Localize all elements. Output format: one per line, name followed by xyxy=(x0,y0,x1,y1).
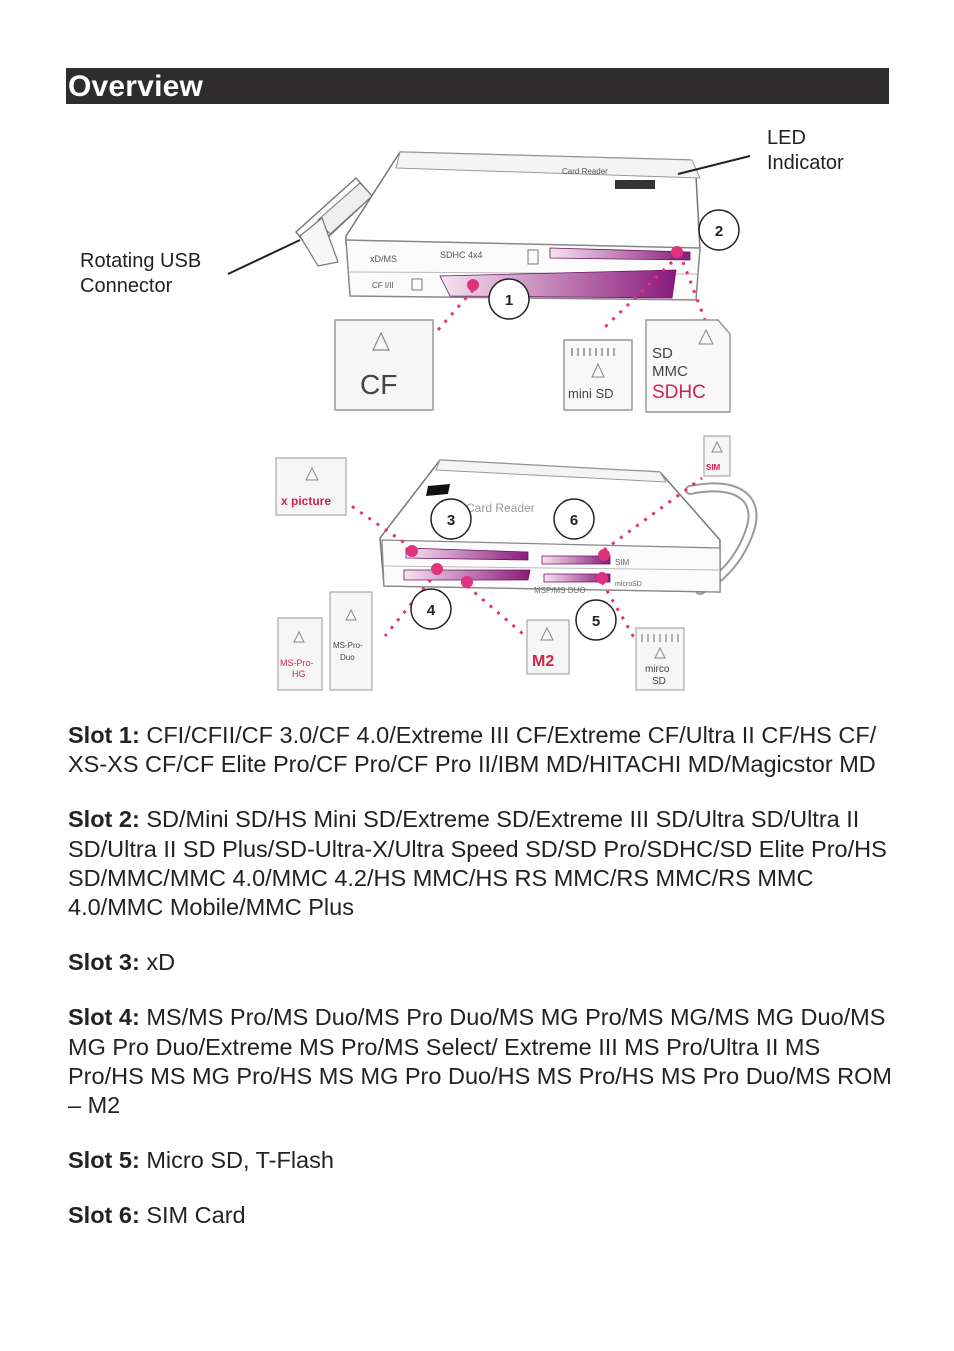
sim-label: SIM xyxy=(706,463,721,472)
svg-text:MS-Pro-: MS-Pro- xyxy=(333,641,363,650)
slot-descriptions: Slot 1: CFI/CFII/CF 3.0/CF 4.0/Extreme I… xyxy=(68,721,898,1257)
svg-text:HG: HG xyxy=(292,669,306,679)
slot-text: SD/Mini SD/HS Mini SD/Extreme SD/Extreme… xyxy=(68,806,887,921)
slot-5-description: Slot 5: Micro SD, T-Flash xyxy=(68,1146,898,1175)
led-callout-line2: Indicator xyxy=(767,152,844,174)
slot-label: Slot 6: xyxy=(68,1202,140,1229)
section-header-bar: Overview xyxy=(66,68,889,104)
svg-text:CF I/II: CF I/II xyxy=(372,281,394,290)
usb-callout-line2: Connector xyxy=(80,275,173,297)
slot-marker-2: 2 xyxy=(698,209,740,251)
svg-text:Duo: Duo xyxy=(340,653,355,662)
led-indicator-callout: LED Indicator xyxy=(767,126,844,176)
slot-text: SIM Card xyxy=(146,1202,246,1229)
m2-label: M2 xyxy=(532,653,554,670)
usb-connector-callout: Rotating USB Connector xyxy=(80,249,201,299)
slot-text: Micro SD, T-Flash xyxy=(146,1147,334,1174)
svg-text:MS-Pro-: MS-Pro- xyxy=(280,658,314,668)
slot-label: Slot 3: xyxy=(68,949,140,976)
xpicture-label: x picture xyxy=(281,494,331,508)
svg-text:SD: SD xyxy=(652,676,666,687)
slot-1-description: Slot 1: CFI/CFII/CF 3.0/CF 4.0/Extreme I… xyxy=(68,721,898,779)
svg-text:xD/MS: xD/MS xyxy=(370,254,397,264)
slot-label: Slot 2: xyxy=(68,806,140,833)
cf-card: CF xyxy=(334,319,434,411)
usb-callout-line1: Rotating USB xyxy=(80,250,202,272)
led-indicator xyxy=(615,180,655,189)
svg-text:1: 1 xyxy=(505,292,513,309)
svg-text:SDHC 4x4: SDHC 4x4 xyxy=(440,250,483,260)
slot-text: MS/MS Pro/MS Duo/MS Pro Duo/MS MG Pro/MS… xyxy=(68,1004,892,1119)
slot-marker-3: 3 xyxy=(430,498,472,540)
slot-3-description: Slot 3: xD xyxy=(68,948,898,977)
slot-marker-1: 1 xyxy=(488,278,530,320)
sd-card: SD MMC SDHC xyxy=(645,319,731,413)
ms-pro-duo-card: MS-Pro- Duo xyxy=(329,591,373,691)
svg-text:MSP/MS DUO: MSP/MS DUO xyxy=(534,586,586,595)
svg-text:6: 6 xyxy=(570,512,578,529)
reader-top: Card Reader xD/MS SDHC 4x4 CF I/II xyxy=(227,151,751,332)
slot-marker-6: 6 xyxy=(553,498,595,540)
svg-text:SIM: SIM xyxy=(615,558,630,567)
sim-card: SIM xyxy=(703,435,731,477)
slot-text: CFI/CFII/CF 3.0/CF 4.0/Extreme III CF/Ex… xyxy=(68,722,877,778)
cf-card-label: CF xyxy=(360,369,397,400)
svg-text:mirco: mirco xyxy=(645,664,670,675)
card-reader-figure: LED Indicator Rotating USB Connector Car xyxy=(0,110,954,710)
svg-text:microSD: microSD xyxy=(615,581,642,588)
svg-text:Card Reader: Card Reader xyxy=(466,501,535,515)
slot-marker-5: 5 xyxy=(575,599,617,641)
led-callout-line1: LED xyxy=(767,127,806,149)
device-illustration: Card Reader xD/MS SDHC 4x4 CF I/II xyxy=(227,151,758,691)
svg-text:2: 2 xyxy=(715,223,723,240)
section-title: Overview xyxy=(68,70,204,103)
ms-pro-hg-card: MS-Pro- HG xyxy=(277,617,323,691)
slot-marker-4: 4 xyxy=(410,588,452,630)
slot-text: xD xyxy=(146,949,176,976)
svg-text:Card Reader: Card Reader xyxy=(562,167,608,176)
slot-2-description: Slot 2: SD/Mini SD/HS Mini SD/Extreme SD… xyxy=(68,805,898,922)
sdhc-label: SDHC xyxy=(652,382,706,403)
slot-label: Slot 1: xyxy=(68,722,140,748)
micro-sd-card: mirco SD xyxy=(635,627,685,691)
sd-label: SD xyxy=(652,345,673,362)
mini-sd-label: mini SD xyxy=(568,386,614,401)
mmc-label: MMC xyxy=(652,363,688,380)
slot-label: Slot 4: xyxy=(68,1004,140,1031)
slot-6-description: Slot 6: SIM Card xyxy=(68,1201,898,1230)
m2-card: M2 xyxy=(526,619,570,675)
slot-label: Slot 5: xyxy=(68,1147,140,1174)
svg-text:3: 3 xyxy=(447,512,455,529)
slot-4-description: Slot 4: MS/MS Pro/MS Duo/MS Pro Duo/MS M… xyxy=(68,1003,898,1120)
mini-sd-card: mini SD xyxy=(563,339,633,411)
xd-card: x picture xyxy=(275,457,347,516)
reader-bottom: Card Reader SIM MSP/MS DUO microSD xyxy=(349,459,758,649)
svg-text:4: 4 xyxy=(427,602,436,619)
svg-text:5: 5 xyxy=(592,613,600,630)
